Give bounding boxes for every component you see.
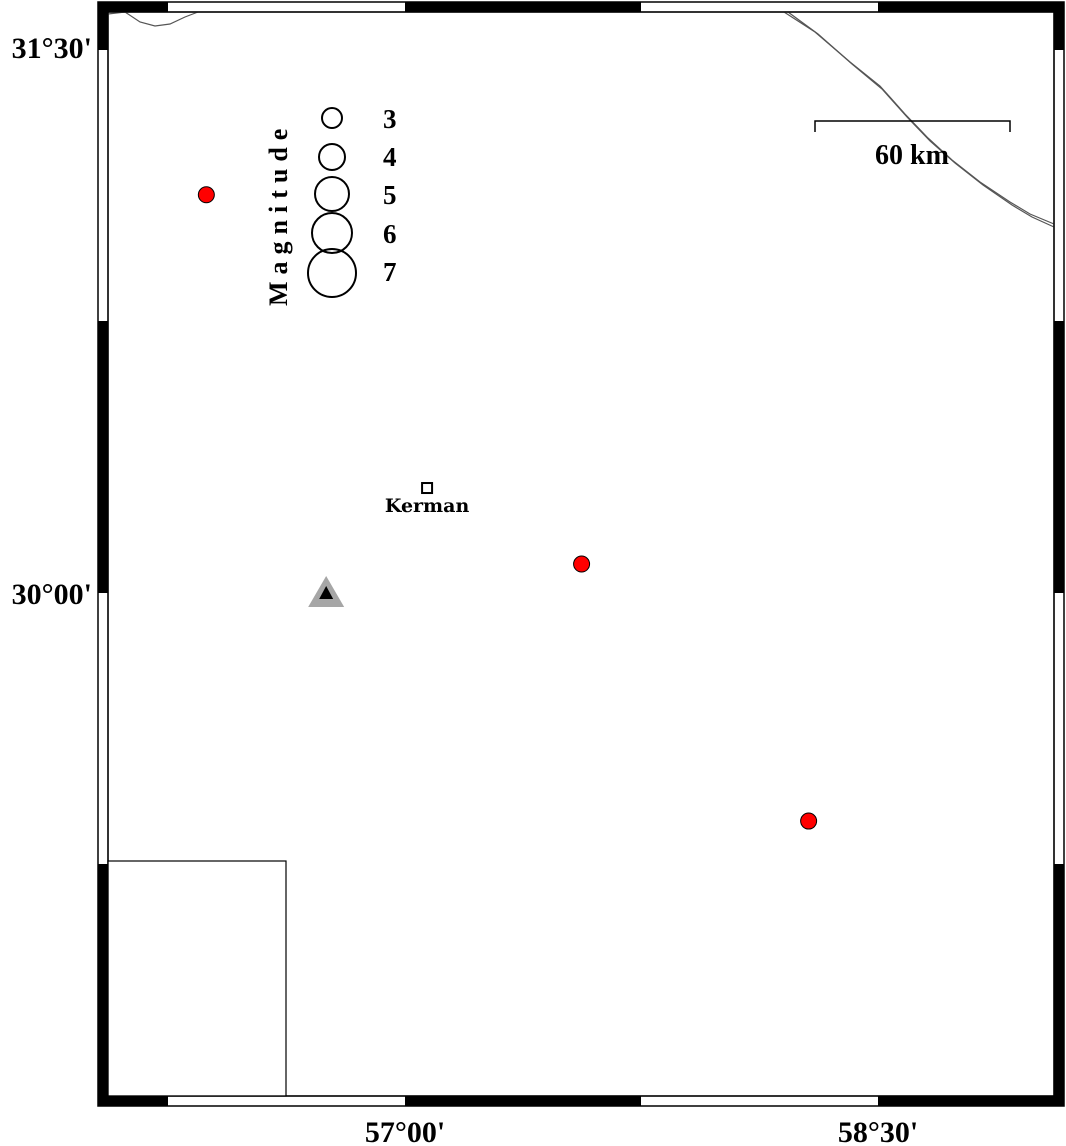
frame-inner: [107, 11, 1055, 1097]
frame-seg-bottom: [878, 1096, 1054, 1106]
frame-seg-left: [98, 864, 108, 1096]
frame-seg-top: [405, 2, 641, 12]
earthquake-marker: [800, 812, 818, 830]
legend-label-5: 5: [383, 180, 397, 210]
frame-corner: [98, 1096, 108, 1106]
frame-corner: [98, 2, 108, 12]
frame-seg-right: [1054, 321, 1064, 593]
city-marker: [421, 482, 434, 495]
border-line-b: [787, 11, 1055, 228]
lat-label-top: 31°30': [12, 32, 92, 65]
magnitude-legend: Magnitude 3 4 5 6 7: [264, 104, 397, 306]
scale-bar-label: 60 km: [875, 140, 949, 171]
legend-circle-5: [314, 176, 350, 212]
city-label: Kerman: [385, 495, 470, 517]
frame-seg-bottom: [405, 1096, 641, 1106]
scale-bar-line: [814, 120, 1011, 132]
lat-label-bottom: 30°00': [12, 578, 92, 611]
station-marker: [319, 586, 334, 599]
frame-seg-top: [878, 2, 1054, 12]
cities-layer: Kerman: [385, 482, 470, 517]
scale-bar: 60 km: [814, 120, 1011, 171]
map-frame: [97, 1, 1065, 1107]
earthquake-marker: [573, 555, 591, 573]
legend-title: Magnitude: [264, 122, 293, 306]
lon-label-left: 57°00': [365, 1116, 445, 1146]
frame-seg-top: [108, 2, 168, 12]
legend-label-4: 4: [383, 142, 397, 172]
station-layer: [308, 576, 345, 607]
frame-seg-bottom: [108, 1096, 168, 1106]
frame-corner: [1054, 2, 1064, 12]
legend-circle-7: [307, 248, 357, 298]
frame-seg-left: [98, 12, 108, 50]
inset-box: [107, 860, 287, 1097]
frame-seg-left: [98, 321, 108, 593]
frame-seg-right: [1054, 12, 1064, 50]
frame-seg-right: [1054, 864, 1064, 1096]
legend-label-7: 7: [383, 257, 397, 287]
frame-corner: [1054, 1096, 1064, 1106]
legend-label-6: 6: [383, 219, 397, 249]
earthquake-marker: [197, 186, 215, 204]
earthquake-events: [197, 186, 818, 830]
lon-label-right: 58°30': [838, 1116, 918, 1146]
legend-label-3: 3: [383, 104, 397, 134]
legend-circle-4: [318, 143, 346, 171]
legend-circle-6: [311, 212, 353, 254]
legend-circle-3: [321, 107, 343, 129]
